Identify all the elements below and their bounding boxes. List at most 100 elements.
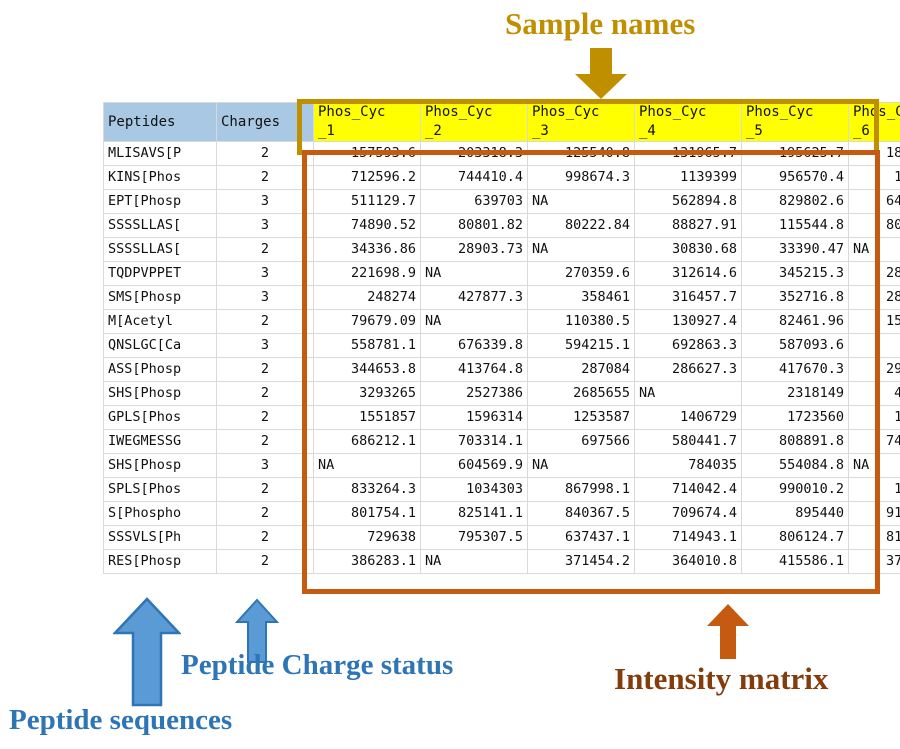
- cell-intensity[interactable]: 637437.1: [527, 524, 635, 550]
- cell-intensity[interactable]: 386283.1: [313, 548, 421, 574]
- cell-intensity[interactable]: 818071.6: [848, 524, 900, 550]
- cell-charge[interactable]: 2: [216, 500, 314, 526]
- column-header-sample-6[interactable]: Phos_Cyc _6: [848, 102, 900, 142]
- cell-intensity[interactable]: 125540.8: [527, 140, 635, 166]
- cell-intensity[interactable]: 221698.9: [313, 260, 421, 286]
- cell-charge[interactable]: 3: [216, 260, 314, 286]
- cell-charge[interactable]: 2: [216, 524, 314, 550]
- cell-intensity[interactable]: 248274: [313, 284, 421, 310]
- cell-intensity[interactable]: 155724.4: [848, 308, 900, 334]
- column-header-sample-5[interactable]: Phos_Cyc _5: [741, 102, 849, 142]
- cell-intensity[interactable]: 1034303: [420, 476, 528, 502]
- cell-intensity[interactable]: 2527386: [420, 380, 528, 406]
- cell-intensity[interactable]: 990010.2: [741, 476, 849, 502]
- cell-peptide[interactable]: SSSSLLAS[: [103, 212, 217, 238]
- cell-intensity[interactable]: 645625.4: [848, 188, 900, 214]
- cell-intensity[interactable]: 371454.2: [527, 548, 635, 574]
- cell-intensity[interactable]: 639703: [420, 188, 528, 214]
- cell-peptide[interactable]: IWEGMESSG: [103, 428, 217, 454]
- cell-intensity[interactable]: 1596314: [420, 404, 528, 430]
- cell-intensity[interactable]: 415586.1: [741, 548, 849, 574]
- cell-intensity[interactable]: NA: [527, 452, 635, 478]
- cell-intensity[interactable]: 4120553: [848, 380, 900, 406]
- cell-intensity[interactable]: 110380.5: [527, 308, 635, 334]
- cell-intensity[interactable]: 1120046: [848, 164, 900, 190]
- cell-intensity[interactable]: 703314.1: [420, 428, 528, 454]
- cell-charge[interactable]: 3: [216, 452, 314, 478]
- cell-intensity[interactable]: NA: [848, 236, 900, 262]
- cell-intensity[interactable]: NA: [420, 548, 528, 574]
- cell-intensity[interactable]: 352716.8: [741, 284, 849, 310]
- cell-intensity[interactable]: 1039246: [848, 476, 900, 502]
- cell-intensity[interactable]: 270359.6: [527, 260, 635, 286]
- cell-intensity[interactable]: NA: [527, 236, 635, 262]
- cell-charge[interactable]: 2: [216, 164, 314, 190]
- cell-intensity[interactable]: NA: [420, 308, 528, 334]
- cell-intensity[interactable]: 562894.8: [634, 188, 742, 214]
- cell-intensity[interactable]: 82461.96: [741, 308, 849, 334]
- cell-intensity[interactable]: 80222.84: [527, 212, 635, 238]
- cell-intensity[interactable]: 801754.1: [313, 500, 421, 526]
- cell-intensity[interactable]: 587093.6: [741, 332, 849, 358]
- cell-intensity[interactable]: 729638: [313, 524, 421, 550]
- cell-intensity[interactable]: 312614.6: [634, 260, 742, 286]
- cell-charge[interactable]: 2: [216, 428, 314, 454]
- cell-charge[interactable]: 3: [216, 188, 314, 214]
- cell-charge[interactable]: 2: [216, 236, 314, 262]
- cell-intensity[interactable]: 28903.73: [420, 236, 528, 262]
- cell-peptide[interactable]: MLISAVS[P: [103, 140, 217, 166]
- cell-intensity[interactable]: 203318.3: [420, 140, 528, 166]
- cell-intensity[interactable]: 287084: [527, 356, 635, 382]
- cell-intensity[interactable]: 676339.8: [420, 332, 528, 358]
- cell-intensity[interactable]: 30830.68: [634, 236, 742, 262]
- cell-intensity[interactable]: NA: [420, 260, 528, 286]
- column-header-sample-3[interactable]: Phos_Cyc _3: [527, 102, 635, 142]
- cell-intensity[interactable]: 1253587: [527, 404, 635, 430]
- cell-intensity[interactable]: 686212.1: [313, 428, 421, 454]
- cell-intensity[interactable]: 180664.5: [848, 140, 900, 166]
- cell-intensity[interactable]: 1502006: [848, 404, 900, 430]
- cell-intensity[interactable]: 594215.1: [527, 332, 635, 358]
- cell-peptide[interactable]: ASS[Phosp: [103, 356, 217, 382]
- cell-intensity[interactable]: 806124.7: [741, 524, 849, 550]
- cell-peptide[interactable]: S[Phospho: [103, 500, 217, 526]
- cell-intensity[interactable]: 88827.91: [634, 212, 742, 238]
- cell-intensity[interactable]: 714042.4: [634, 476, 742, 502]
- cell-intensity[interactable]: 745552.6: [848, 428, 900, 454]
- cell-intensity[interactable]: 604569.9: [420, 452, 528, 478]
- cell-intensity[interactable]: 825141.1: [420, 500, 528, 526]
- cell-intensity[interactable]: 316457.7: [634, 284, 742, 310]
- cell-peptide[interactable]: SSSSLLAS[: [103, 236, 217, 262]
- cell-intensity[interactable]: 709674.4: [634, 500, 742, 526]
- column-header-charges[interactable]: Charges: [216, 102, 314, 142]
- cell-intensity[interactable]: 784035: [634, 452, 742, 478]
- cell-intensity[interactable]: 373595.6: [848, 548, 900, 574]
- cell-charge[interactable]: 2: [216, 476, 314, 502]
- cell-intensity[interactable]: 558781.1: [313, 332, 421, 358]
- cell-charge[interactable]: 2: [216, 548, 314, 574]
- cell-charge[interactable]: 2: [216, 140, 314, 166]
- cell-intensity[interactable]: 427877.3: [420, 284, 528, 310]
- cell-intensity[interactable]: 895440: [741, 500, 849, 526]
- cell-intensity[interactable]: 285275.5: [848, 284, 900, 310]
- cell-intensity[interactable]: 34336.86: [313, 236, 421, 262]
- cell-peptide[interactable]: GPLS[Phos: [103, 404, 217, 430]
- cell-intensity[interactable]: 1406729: [634, 404, 742, 430]
- cell-intensity[interactable]: 756873: [848, 332, 900, 358]
- cell-intensity[interactable]: 295301.9: [848, 356, 900, 382]
- cell-intensity[interactable]: 74890.52: [313, 212, 421, 238]
- column-header-peptides[interactable]: Peptides: [103, 102, 217, 142]
- cell-intensity[interactable]: NA: [634, 380, 742, 406]
- column-header-sample-2[interactable]: Phos_Cyc _2: [420, 102, 528, 142]
- cell-intensity[interactable]: 554084.8: [741, 452, 849, 478]
- cell-intensity[interactable]: 3293265: [313, 380, 421, 406]
- cell-intensity[interactable]: 80801.82: [420, 212, 528, 238]
- cell-intensity[interactable]: 80334.69: [848, 212, 900, 238]
- cell-intensity[interactable]: 131965.7: [634, 140, 742, 166]
- cell-intensity[interactable]: 867998.1: [527, 476, 635, 502]
- cell-peptide[interactable]: SPLS[Phos: [103, 476, 217, 502]
- cell-intensity[interactable]: 692863.3: [634, 332, 742, 358]
- cell-intensity[interactable]: 2318149: [741, 380, 849, 406]
- cell-intensity[interactable]: 913974.4: [848, 500, 900, 526]
- cell-intensity[interactable]: 79679.09: [313, 308, 421, 334]
